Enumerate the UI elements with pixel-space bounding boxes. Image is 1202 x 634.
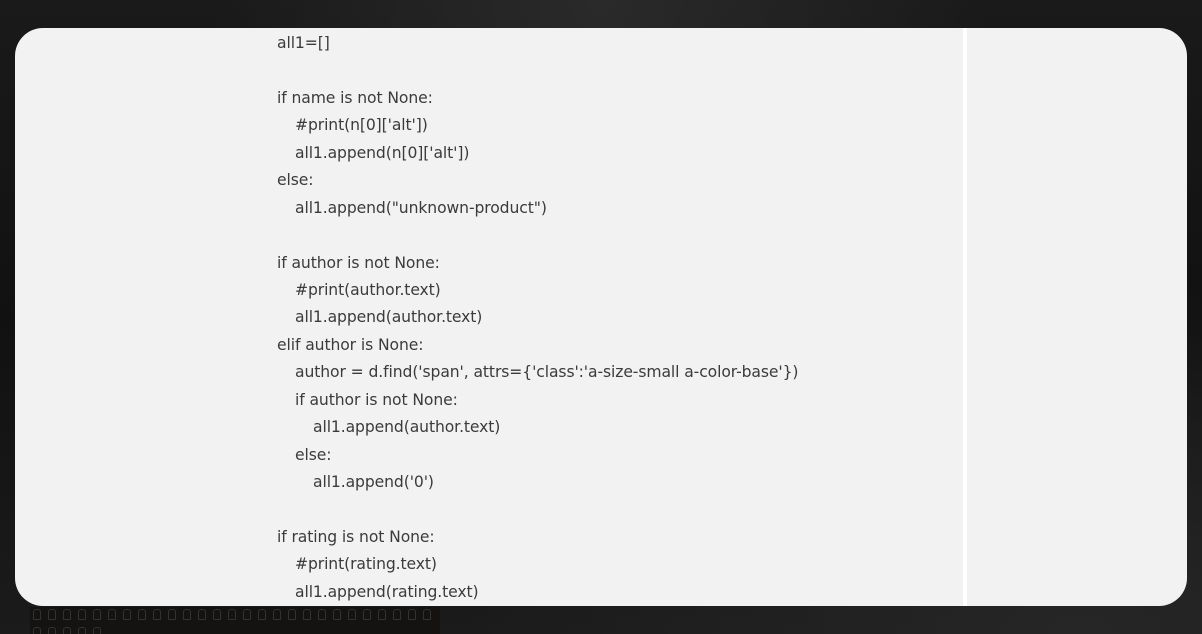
spiral-ring-icon	[243, 609, 251, 620]
code-card: all1=[] if name is not None: #print(n[0][…	[15, 28, 1187, 606]
spiral-ring-icon	[258, 609, 266, 620]
spiral-ring-icon	[423, 609, 431, 620]
code-line: all1.append(author.text)	[295, 308, 483, 327]
spiral-ring-icon	[138, 609, 146, 620]
spiral-ring-icon	[168, 609, 176, 620]
code-line	[277, 496, 798, 523]
code-line: #print(author.text)	[295, 280, 441, 299]
spiral-ring-icon	[333, 609, 341, 620]
spiral-ring-icon	[198, 609, 206, 620]
code-line: else:	[277, 171, 314, 190]
code-line: else:	[295, 445, 332, 464]
spiral-ring-icon	[408, 609, 416, 620]
spiral-ring-icon	[93, 609, 101, 620]
spiral-ring-icon	[378, 609, 386, 620]
spiral-ring-icon	[48, 627, 56, 634]
spiral-ring-icon	[318, 609, 326, 620]
code-line: #print(n[0]['alt'])	[295, 116, 428, 135]
spiral-ring-icon	[228, 609, 236, 620]
notebook-spiral-decoration	[30, 607, 440, 634]
spiral-ring-icon	[63, 609, 71, 620]
spiral-ring-icon	[213, 609, 221, 620]
spiral-ring-icon	[108, 609, 116, 620]
code-line: all1.append(n[0]['alt'])	[295, 143, 470, 162]
spiral-ring-icon	[63, 627, 71, 634]
column-separator	[963, 28, 967, 606]
spiral-ring-icon	[33, 609, 41, 620]
code-block: all1=[] if name is not None: #print(n[0][…	[277, 30, 799, 606]
code-line: if name is not None:	[277, 88, 433, 107]
spiral-ring-icon	[183, 609, 191, 620]
code-line: all1.append(rating.text)	[295, 582, 479, 601]
spiral-ring-icon	[78, 609, 86, 620]
spiral-ring-icon	[393, 609, 401, 620]
code-line	[277, 222, 798, 249]
spiral-ring-icon	[273, 609, 281, 620]
spiral-ring-icon	[288, 609, 296, 620]
spiral-ring-icon	[348, 609, 356, 620]
code-line: if rating is not None:	[277, 527, 435, 546]
code-line	[277, 57, 798, 84]
code-line: if author is not None:	[277, 253, 440, 272]
code-line: all1.append(author.text)	[313, 418, 501, 437]
code-line: all1.append('0')	[313, 473, 434, 491]
spiral-ring-icon	[363, 609, 371, 620]
code-line: #print(rating.text)	[295, 555, 437, 574]
code-line: if author is not None:	[295, 390, 458, 409]
spiral-ring-icon	[33, 627, 41, 634]
spiral-ring-icon	[123, 609, 131, 620]
spiral-ring-icon	[78, 627, 86, 634]
spiral-ring-icon	[48, 609, 56, 620]
spiral-ring-icon	[303, 609, 311, 620]
spiral-ring-icon	[153, 609, 161, 620]
code-line: all1.append("unknown-product")	[295, 198, 547, 217]
code-line: author = d.find('span', attrs={'class':'…	[295, 363, 799, 382]
code-line: all1=[]	[277, 34, 330, 52]
code-line: elif author is None:	[277, 335, 424, 354]
spiral-ring-icon	[93, 627, 101, 634]
